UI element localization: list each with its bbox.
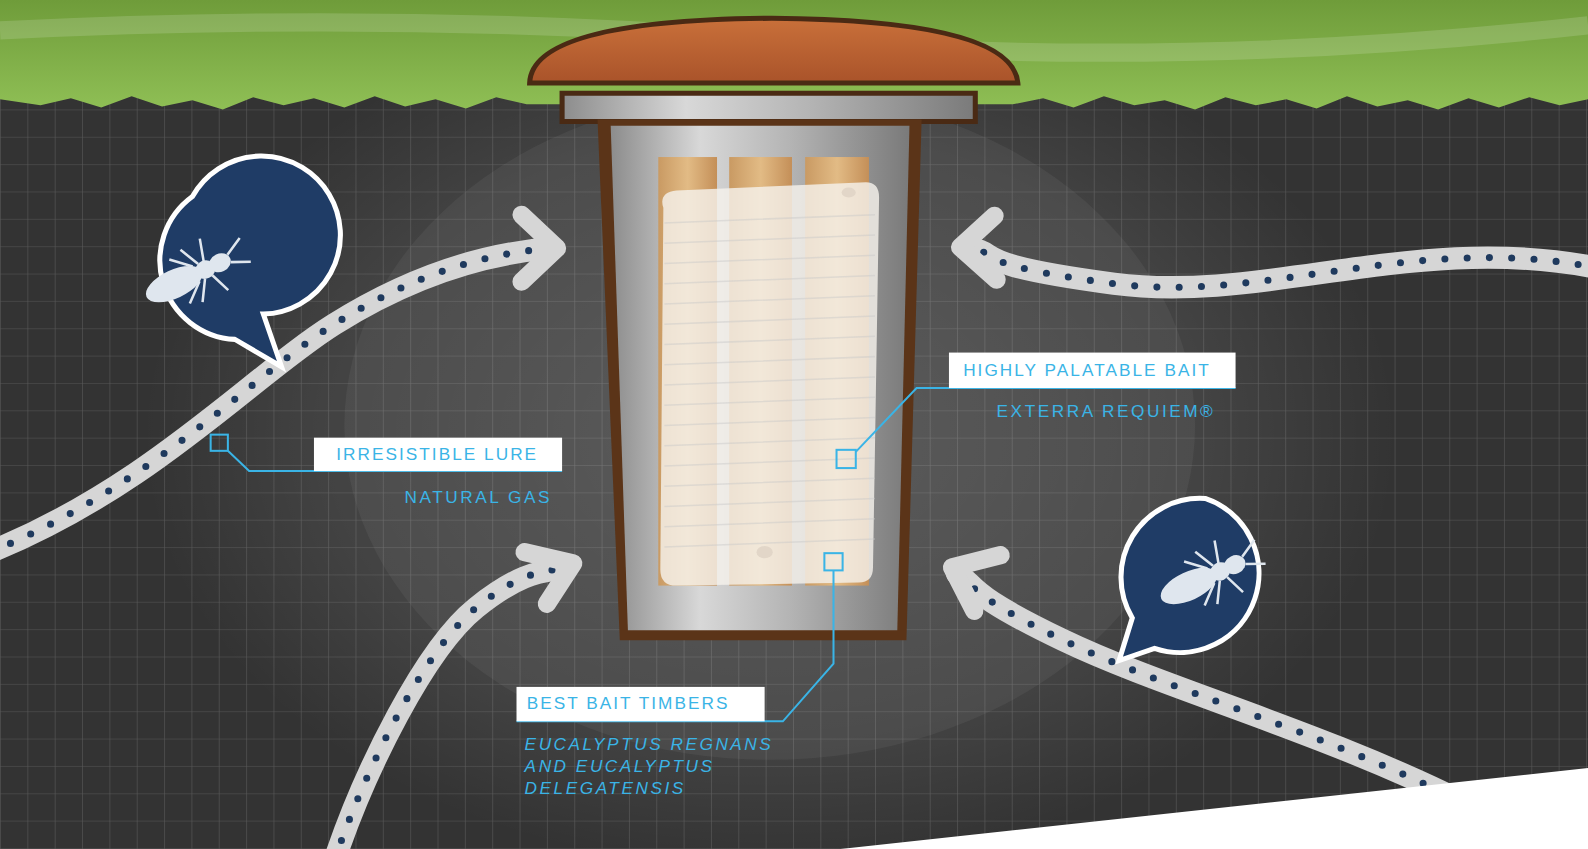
callout-detail: NATURAL GAS <box>405 486 552 508</box>
callout-detail: EXTERRA REQUIEM® <box>997 401 1216 423</box>
callout-heading: IRRESISTIBLE LURE <box>336 445 562 465</box>
callout-label: BEST BAIT TIMBERSEUCALYPTUS REGNANS AND … <box>517 687 765 721</box>
callout-label: IRRESISTIBLE LURENATURAL GAS <box>314 438 562 471</box>
callout-heading: HIGHLY PALATABLE BAIT <box>963 361 1235 381</box>
callout-detail: EUCALYPTUS REGNANS AND EUCALYPTUS DELEGA… <box>525 734 804 801</box>
callout-label: HIGHLY PALATABLE BAITEXTERRA REQUIEM® <box>949 353 1236 388</box>
callout-heading: BEST BAIT TIMBERS <box>527 694 765 714</box>
